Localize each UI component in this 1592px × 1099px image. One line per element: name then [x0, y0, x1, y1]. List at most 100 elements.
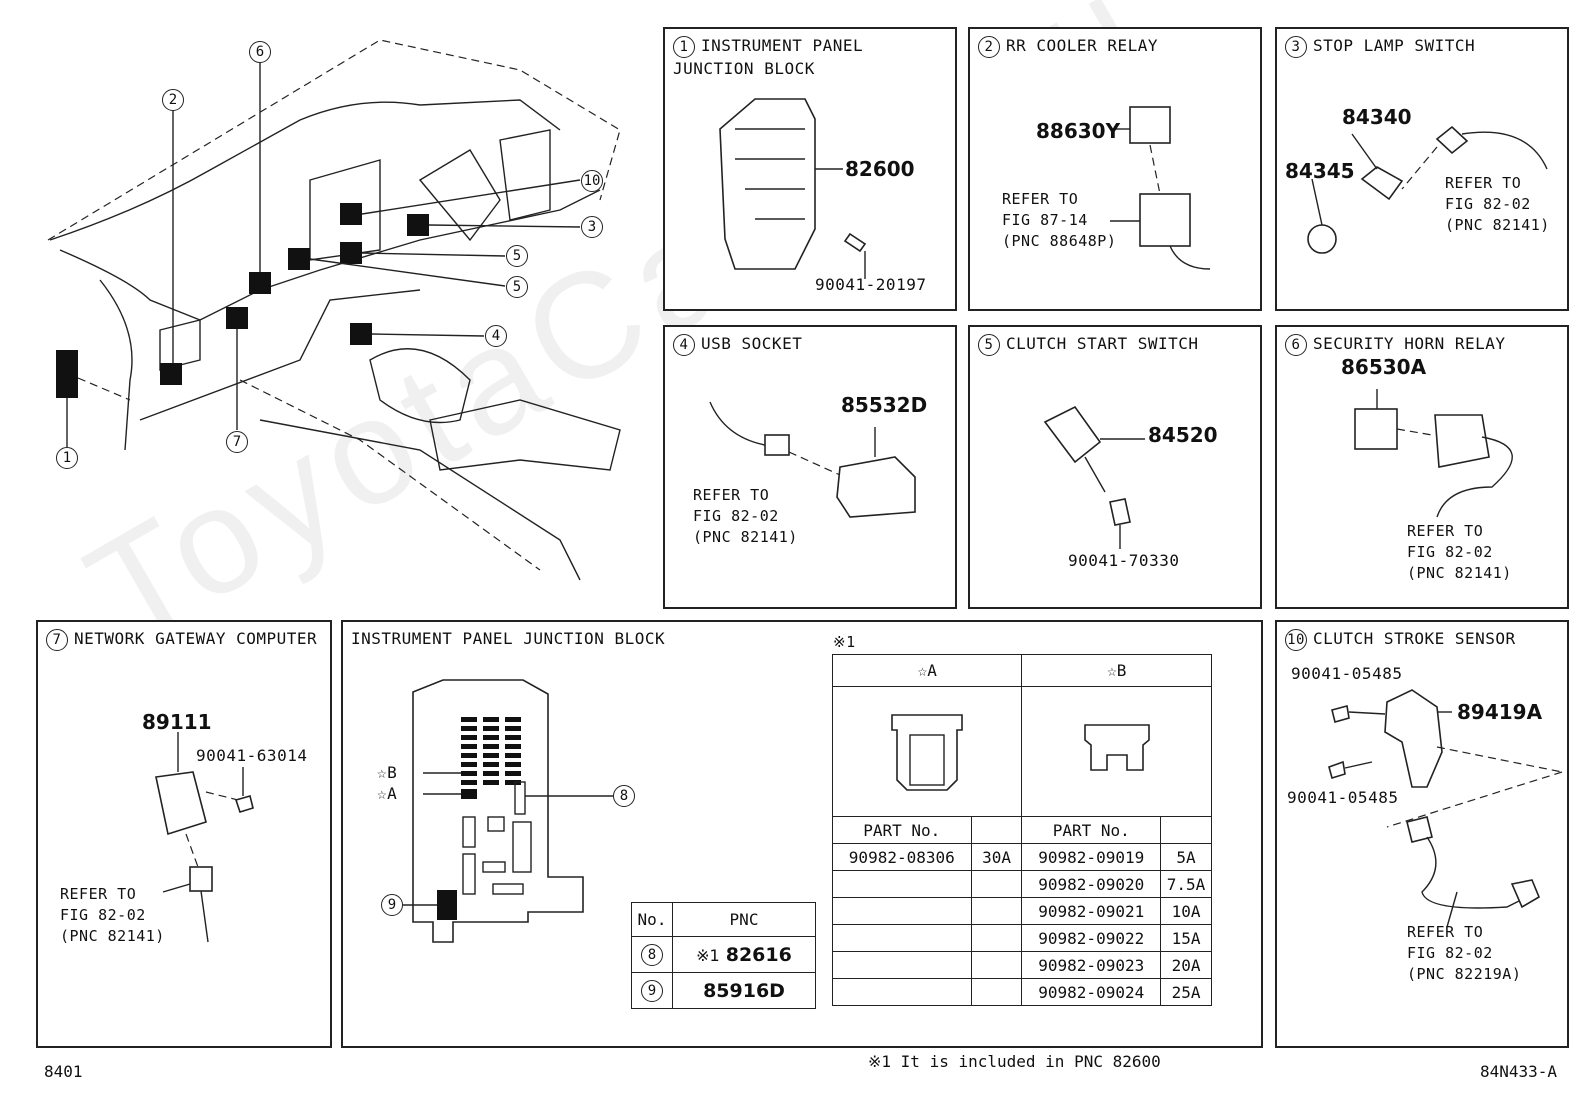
part-number-nut: 90041-70330 [1068, 551, 1180, 570]
dashboard-drawing [47, 39, 621, 581]
fuse-amp-a [970, 897, 1023, 925]
fuse-part-header-b: PART No. [1021, 816, 1162, 844]
part-number-84345: 84345 [1285, 159, 1355, 183]
callout-6: 6 [249, 41, 271, 63]
fuse-part-header-a: PART No. [832, 816, 972, 844]
fuse-row: 90982-09023 20A [832, 951, 1212, 979]
fuse-part-b: 90982-09024 [1021, 978, 1162, 1006]
part-number-84340: 84340 [1342, 105, 1412, 129]
refer-label: REFER TO FIG 82-02 (PNC 82141) [60, 885, 165, 945]
pnc-row-no: 9 [631, 972, 673, 1009]
fuse-part-b: 90982-09019 [1021, 843, 1162, 871]
callout-1: 1 [56, 447, 78, 469]
footer-right-code: 84N433-A [1480, 1062, 1558, 1081]
horn-relay-drawing [1354, 389, 1513, 518]
fuse-a-icon [891, 713, 964, 791]
pnc-table-header-no: No. [631, 902, 673, 937]
fuse-table: ☆A ☆B PART No. PART No. 90982-08306 [831, 654, 1212, 1006]
callout-5b: 5 [506, 276, 528, 298]
panel-title-text: NETWORK GATEWAY COMPUTER [74, 629, 318, 648]
fuse-part-a [832, 897, 972, 925]
pnc-row-callout: 9 [641, 979, 663, 1002]
pnc-row-no: 8 [631, 936, 673, 973]
callout-10: 10 [581, 170, 603, 192]
part-number-89111: 89111 [142, 710, 212, 734]
part-number-85532d: 85532D [841, 393, 928, 417]
panel-number: 5 [978, 333, 1000, 356]
fuse-part-b: 90982-09020 [1021, 870, 1162, 898]
fuse-amp-header-a [970, 816, 1023, 844]
fuse-col-b-header: ☆B [1021, 654, 1212, 687]
gateway-drawing [155, 732, 254, 943]
fuse-amp-b: 15A [1160, 924, 1212, 952]
panel-title-text: INSTRUMENT PANEL JUNCTION BLOCK [673, 36, 864, 78]
fuse-amp-b: 5A [1160, 843, 1212, 871]
fuse-part-a [832, 924, 972, 952]
refer-label: REFER TO FIG 82-02 (PNC 82219A) [1407, 923, 1522, 983]
panel-number: 4 [673, 333, 695, 356]
fuse-part-a [832, 951, 972, 979]
label-star-a: ☆A [377, 784, 398, 803]
pnc-row-callout: 8 [641, 943, 663, 966]
callout-2: 2 [162, 89, 184, 111]
part-number-86530a: 86530A [1341, 355, 1427, 379]
panel-number: 7 [46, 628, 68, 651]
fuse-part-b: 90982-09021 [1021, 897, 1162, 925]
part-number-84520: 84520 [1148, 423, 1218, 447]
panel-number: 6 [1285, 333, 1307, 356]
fuse-part-b: 90982-09022 [1021, 924, 1162, 952]
panel-number: 2 [978, 35, 1000, 58]
fuse-part-b: 90982-09023 [1021, 951, 1162, 979]
part-number-82600: 82600 [845, 157, 915, 181]
fuse-b-icon [1083, 723, 1150, 771]
junction-block-detail-drawing [403, 679, 613, 943]
panel-title: 4 USB SOCKET [673, 333, 802, 356]
fuse-amp-a [970, 978, 1023, 1006]
fuse-amp-a: 30A [970, 843, 1023, 871]
refer-label: REFER TO FIG 82-02 (PNC 82141) [693, 486, 798, 546]
usb-socket-drawing [709, 401, 916, 518]
fuse-amp-b: 7.5A [1160, 870, 1212, 898]
panel-title-text: STOP LAMP SWITCH [1313, 36, 1476, 55]
dashboard-overview: 1 2 3 4 5 5 6 7 10 [0, 0, 640, 600]
part-number-bolt-top: 90041-05485 [1291, 664, 1403, 683]
panel-title-text: SECURITY HORN RELAY [1313, 334, 1506, 353]
label-star-b: ☆B [377, 763, 398, 782]
pnc-row-pnc: 85916D [703, 979, 785, 1002]
clutch-switch-drawing [1043, 405, 1145, 549]
fuse-amp-a [970, 924, 1023, 952]
fuse-table-note: ※1 [833, 633, 856, 651]
panel-title-text: USB SOCKET [701, 334, 803, 353]
part-number-88630y: 88630Y [1036, 119, 1121, 143]
callout-4: 4 [485, 325, 507, 347]
footer-note: ※1 It is included in PNC 82600 [868, 1052, 1161, 1071]
refer-label: REFER TO FIG 82-02 (PNC 82141) [1445, 174, 1550, 234]
footer-left-code: 8401 [44, 1062, 83, 1081]
callout-8: 8 [613, 785, 635, 807]
fuse-a-image-cell [831, 686, 1023, 817]
panel-title: 6 SECURITY HORN RELAY [1285, 333, 1506, 356]
callout-9: 9 [381, 894, 403, 916]
refer-label: REFER TO FIG 87-14 (PNC 88648P) [1002, 190, 1117, 250]
pnc-row-value: 85916D [672, 972, 816, 1009]
stroke-sensor-drawing [1328, 689, 1563, 928]
panel-instrument-panel-junction-block-detail: INSTRUMENT PANEL JUNCTION BLOCK ☆B ☆A 8 … [341, 620, 1263, 1048]
fuse-row: 90982-09021 10A [832, 897, 1212, 925]
panel-usb-socket: 4 USB SOCKET 85532D REFER TO FIG 82-02 (P… [663, 325, 957, 609]
callout-7: 7 [226, 431, 248, 453]
fuse-amp-a [970, 870, 1023, 898]
part-number-89419a: 89419A [1457, 700, 1543, 724]
part-number-bolt-bottom: 90041-05485 [1287, 788, 1399, 807]
fuse-b-image-cell [1021, 686, 1212, 817]
